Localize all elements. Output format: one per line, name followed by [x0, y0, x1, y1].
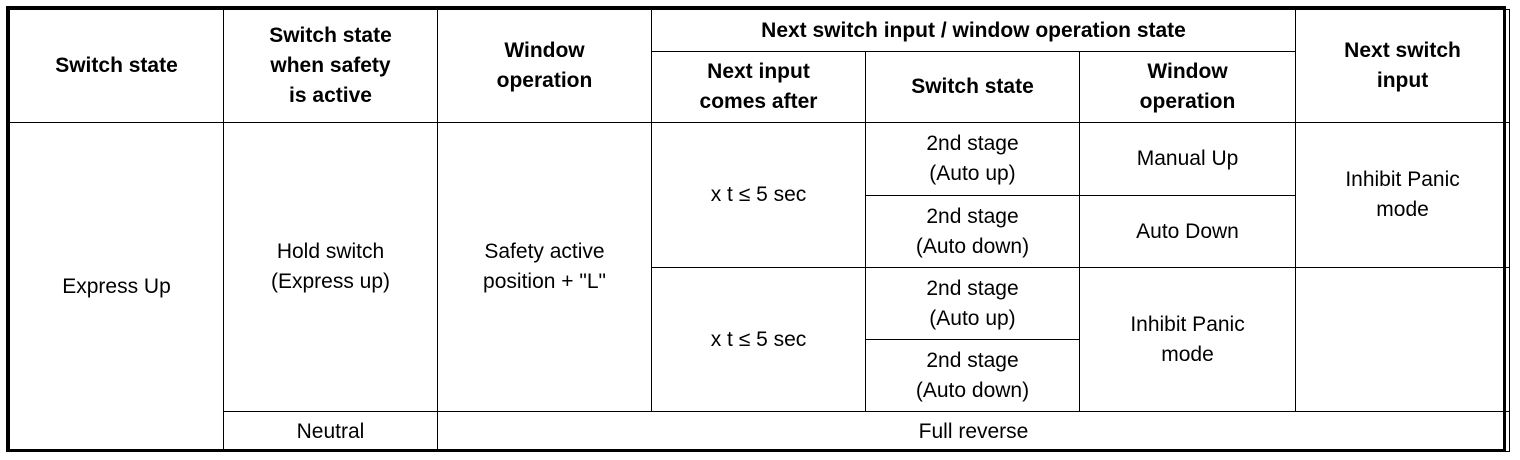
cell-row2-window: Auto Down [1078, 195, 1297, 268]
switch-state-table-frame: Switch state Switch state when safety is… [6, 6, 1511, 452]
header-window-operation: Window operation [437, 9, 652, 123]
cell-row4-switch: 2nd stage (Auto down) [865, 339, 1080, 412]
cell-hold-switch: Hold switch (Express up) [223, 122, 438, 412]
cell-row1-window: Manual Up [1078, 122, 1297, 196]
header-next-group: Next switch input / window operation sta… [650, 9, 1297, 52]
cell-group2-next [1295, 267, 1511, 412]
cell-group1-next: Inhibit Panic mode [1295, 122, 1511, 268]
cell-group1-time: x t ≤ 5 sec [651, 122, 866, 268]
header-sub-switch-state: Switch state [865, 51, 1080, 123]
cell-row3-switch: 2nd stage (Auto up) [865, 267, 1080, 340]
cell-row1-switch: 2nd stage (Auto up) [865, 122, 1080, 196]
cell-neutral: Neutral [223, 411, 438, 452]
cell-group2-window: Inhibit Panic mode [1078, 267, 1297, 412]
cell-group2-time: x t ≤ 5 sec [651, 267, 866, 412]
header-next-input-comes-after: Next input comes after [651, 51, 866, 123]
switch-state-table: Switch state Switch state when safety is… [9, 9, 1511, 452]
header-switch-state-safety: Switch state when safety is active [223, 9, 438, 123]
cell-switch-state: Express Up [9, 122, 224, 452]
cell-full-reverse: Full reverse [436, 411, 1511, 452]
cell-row2-switch: 2nd stage (Auto down) [865, 195, 1080, 268]
header-switch-state: Switch state [9, 9, 224, 123]
cell-safety-active: Safety active position + "L" [437, 122, 652, 412]
header-sub-window-operation: Window operation [1078, 51, 1297, 123]
header-next-switch-input: Next switch input [1295, 9, 1511, 123]
